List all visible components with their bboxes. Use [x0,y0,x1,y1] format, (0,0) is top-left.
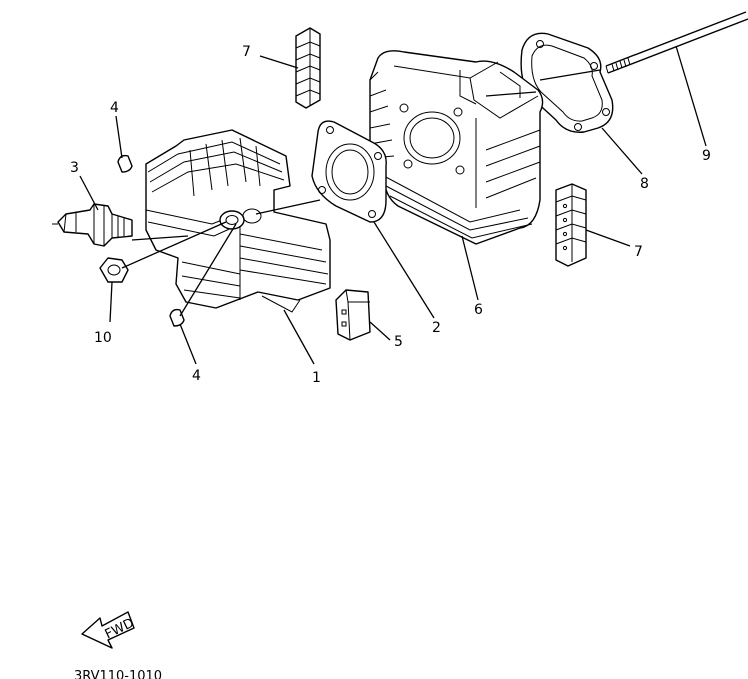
spark-plug [52,203,133,247]
callout-5: 5 [394,334,403,350]
callout-3: 3 [70,160,79,176]
callout-leaders [79,45,707,365]
callout-2: 2 [432,320,441,336]
cylinder [369,50,544,245]
fwd-arrow-label: FWD [103,616,137,643]
assembly-lines [121,69,601,317]
damper-strip-upper [295,27,321,109]
rubber-plug-lower [169,308,185,327]
damper-block [335,289,371,341]
callout-8: 8 [640,176,649,192]
nut [99,257,129,283]
head-gasket [311,120,387,223]
rubber-plug-upper [117,154,133,173]
fwd-arrow-icon: FWD [81,611,137,649]
callout-7-lower: 7 [634,244,643,260]
damper-strip-lower [555,183,587,267]
cylinder-head [145,129,331,313]
callout-4-lower: 4 [192,368,201,384]
callout-4-upper: 4 [110,100,119,116]
diagram-code: 3RV110-1010 [74,669,162,679]
callout-9: 9 [702,148,711,164]
callout-10: 10 [94,330,112,346]
callout-6: 6 [474,302,483,318]
stud-bolt [605,11,748,74]
callout-7-upper: 7 [242,44,251,60]
callout-1: 1 [312,370,321,386]
